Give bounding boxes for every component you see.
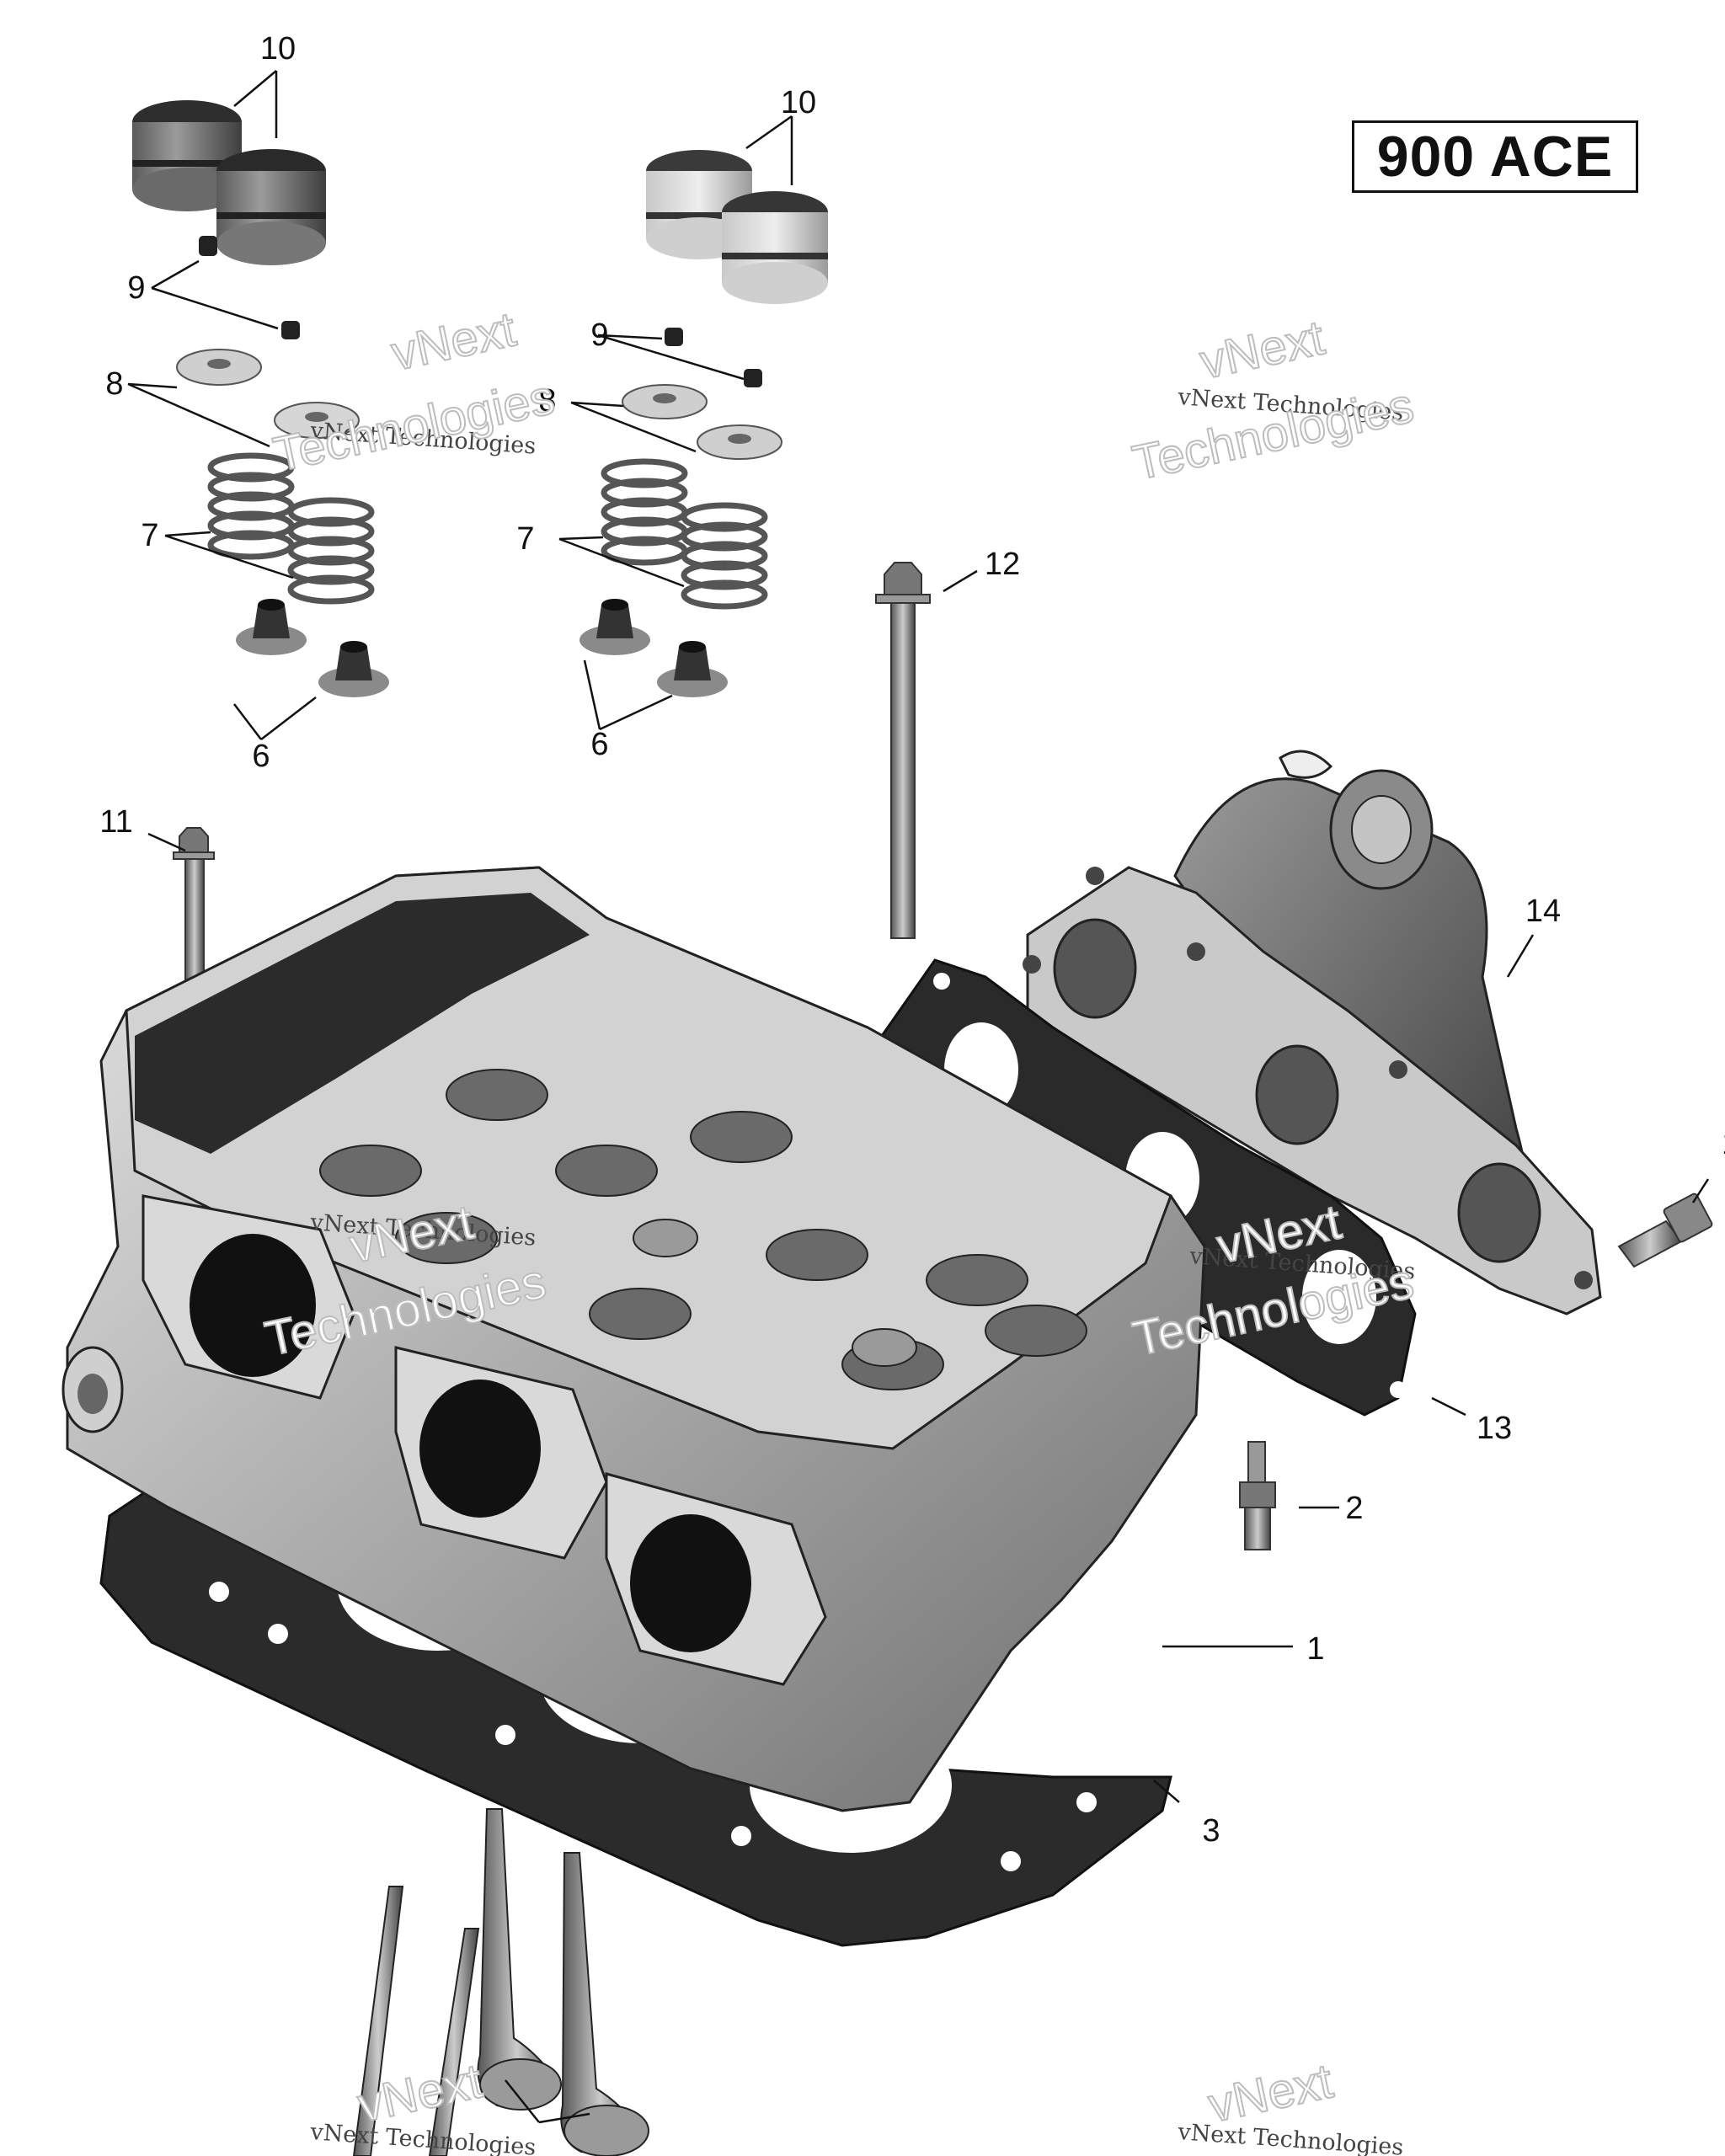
spring-retainer-middle-b (697, 424, 782, 460)
valve-keeper-left-a (199, 236, 217, 256)
head-bolt-short (173, 827, 215, 988)
valve-stem-seal-left-b (318, 641, 389, 697)
valve-keeper-middle-a (665, 328, 683, 346)
head-bolt-long (875, 562, 931, 939)
callout-8-left: 8 (105, 366, 123, 402)
valve-stem-seal-middle-a (579, 599, 650, 655)
callout-1: 1 (1306, 1631, 1324, 1667)
spring-retainer-left-a (176, 349, 262, 386)
valve-stem-seal-middle-b (657, 641, 728, 697)
tappet-left-b (216, 149, 326, 265)
callout-10-middle: 10 (781, 85, 816, 120)
spring-retainer-left-b (274, 402, 360, 439)
valve-keeper-left-b (281, 321, 300, 339)
valve-exhaust-a (352, 1886, 404, 2156)
temperature-sensor (1239, 1441, 1276, 1550)
tappet-middle-b (722, 191, 828, 304)
cylinder-head (61, 866, 1206, 1812)
valve-train-group-middle (579, 150, 828, 697)
valve-stem-seal-left-a (236, 599, 307, 655)
watermark-big: vNext (387, 302, 521, 381)
watermark-small: vNext Technologies (309, 2119, 537, 2156)
exhaust-manifold-stud (1617, 1193, 1713, 1268)
callout-12: 12 (985, 547, 1020, 582)
callout-9-left: 9 (127, 270, 145, 306)
callout-15-partial: 1 (1722, 1126, 1725, 1161)
valve-exhaust-b (428, 1928, 480, 2156)
callout-6-left: 6 (252, 739, 270, 774)
watermark-small: vNext Technologies (1177, 2119, 1405, 2156)
callout-8-middle: 8 (538, 383, 556, 419)
callout-10-left: 10 (260, 31, 296, 67)
callout-7-middle: 7 (516, 521, 534, 557)
callout-3: 3 (1202, 1813, 1220, 1849)
callout-numbers: 10 10 9 9 8 8 7 7 6 6 12 11 14 1 13 2 1 … (99, 31, 1725, 1849)
watermark-big: vNext (1212, 1194, 1346, 1273)
valve-train-group-left (132, 100, 389, 697)
tappet-left-a (132, 100, 242, 211)
callout-14: 14 (1525, 894, 1561, 929)
valve-spring-middle-a (601, 458, 688, 566)
callout-7-left: 7 (141, 518, 158, 553)
spring-retainer-middle-a (622, 384, 708, 419)
callout-11: 11 (99, 804, 132, 840)
valve-keeper-middle-b (744, 369, 762, 387)
valve-intake-b (560, 1852, 649, 2156)
leader-lines (127, 70, 1710, 2124)
valve-spring-middle-b (681, 502, 768, 610)
model-badge: 900 ACE (1352, 120, 1638, 193)
watermark-big: vNext (1195, 310, 1329, 389)
valve-spring-left-b (287, 497, 375, 605)
watermark-big: vNext (1204, 2053, 1338, 2132)
watermark-big: Technologies (269, 370, 559, 483)
callout-9-middle: 9 (590, 318, 608, 353)
exhaust-manifold (1023, 750, 1602, 1315)
callout-13: 13 (1477, 1411, 1512, 1446)
valve-intake-a (477, 1808, 562, 2111)
callout-6-middle: 6 (590, 727, 608, 762)
callout-2: 2 (1345, 1491, 1363, 1526)
